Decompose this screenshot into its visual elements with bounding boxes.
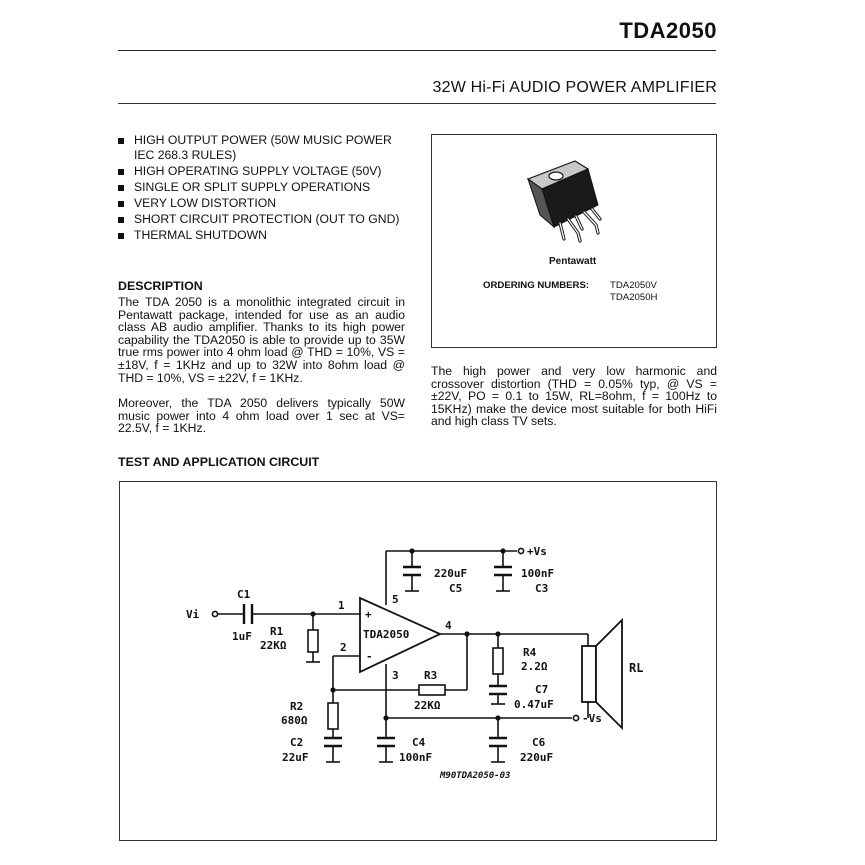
c6-name: C6 <box>532 736 546 749</box>
resistor-r4 <box>492 647 504 675</box>
r2-name: R2 <box>290 700 303 713</box>
minus-input-sign: - <box>366 650 373 663</box>
pin-1-label: 1 <box>338 599 345 612</box>
resistor-r1 <box>307 629 319 653</box>
description-paragraph-1: The TDA 2050 is a monolithic integrated … <box>118 295 405 385</box>
r3-name: R3 <box>424 669 437 682</box>
pos-supply-label: +Vs <box>527 545 547 558</box>
c7-name: C7 <box>535 683 548 696</box>
c6-value: 220uF <box>520 751 553 764</box>
load-label: RL <box>629 661 643 675</box>
pin-3-label: 3 <box>392 669 399 682</box>
speaker-icon <box>581 617 623 731</box>
c1-name: C1 <box>237 588 251 601</box>
circuit-box <box>119 481 717 841</box>
figure-code: M90TDA2050-03 <box>439 771 510 781</box>
feature-item: HIGH OPERATING SUPPLY VOLTAGE (50V) <box>118 164 410 179</box>
feature-item: THERMAL SHUTDOWN <box>118 228 410 243</box>
circuit-heading: TEST AND APPLICATION CIRCUIT <box>118 455 320 469</box>
ordering-numbers-label: ORDERING NUMBERS: <box>483 280 590 291</box>
r1-name: R1 <box>270 625 284 638</box>
feature-list: HIGH OUTPUT POWER (50W MUSIC POWER IEC 2… <box>118 133 410 244</box>
neg-supply-label: -Vs <box>582 712 602 725</box>
r4-value: 2.2Ω <box>521 660 548 673</box>
c3-value: 100nF <box>521 567 554 580</box>
package-name: Pentawatt <box>549 256 597 267</box>
c5-name: C5 <box>449 582 462 595</box>
package-box: Pentawatt ORDERING NUMBERS: TDA2050V TDA… <box>431 134 717 348</box>
ordering-number: TDA2050V <box>610 280 657 291</box>
c3-name: C3 <box>535 582 548 595</box>
junction-dots <box>310 548 506 721</box>
c2-name: C2 <box>290 736 303 749</box>
c4-name: C4 <box>412 736 426 749</box>
subtitle-rule <box>118 103 716 104</box>
c1-value: 1uF <box>232 630 252 643</box>
feature-item: SINGLE OR SPLIT SUPPLY OPERATIONS <box>118 180 410 195</box>
r4-name: R4 <box>523 646 537 659</box>
resistor-r2 <box>327 702 339 730</box>
pentawatt-package-image <box>526 160 602 243</box>
c5-value: 220uF <box>434 567 467 580</box>
resistor-r3 <box>418 684 446 696</box>
header-rule <box>118 50 716 51</box>
r1-value: 22KΩ <box>260 639 287 652</box>
input-label: Vi <box>186 608 200 621</box>
feature-item: VERY LOW DISTORTION <box>118 196 410 211</box>
feature-item: HIGH OUTPUT POWER (50W MUSIC POWER IEC 2… <box>118 133 410 162</box>
r3-value: 22KΩ <box>414 699 441 712</box>
chip-label: TDA2050 <box>363 628 409 641</box>
capacitors <box>242 565 512 748</box>
description-heading: DESCRIPTION <box>118 279 203 293</box>
c2-value: 22uF <box>282 751 309 764</box>
part-number-title: TDA2050 <box>619 18 717 43</box>
description-paragraph-3: The high power and very low harmonic and… <box>431 364 717 429</box>
document-subtitle: 32W Hi-Fi AUDIO POWER AMPLIFIER <box>432 79 717 96</box>
circuit-wires <box>211 547 589 763</box>
pin-4-label: 4 <box>445 619 452 632</box>
ordering-number: TDA2050H <box>610 292 658 303</box>
description-paragraph-2: Moreover, the TDA 2050 delivers typicall… <box>118 396 405 436</box>
amplifier-triangle <box>359 596 443 674</box>
r2-value: 680Ω <box>281 714 308 727</box>
pin-5-label: 5 <box>392 593 399 606</box>
plus-input-sign: + <box>365 608 372 621</box>
c4-value: 100nF <box>399 751 432 764</box>
pin-2-label: 2 <box>340 641 347 654</box>
feature-item: SHORT CIRCUIT PROTECTION (OUT TO GND) <box>118 212 410 227</box>
c7-value: 0.47uF <box>514 698 554 711</box>
resistors <box>307 629 504 730</box>
